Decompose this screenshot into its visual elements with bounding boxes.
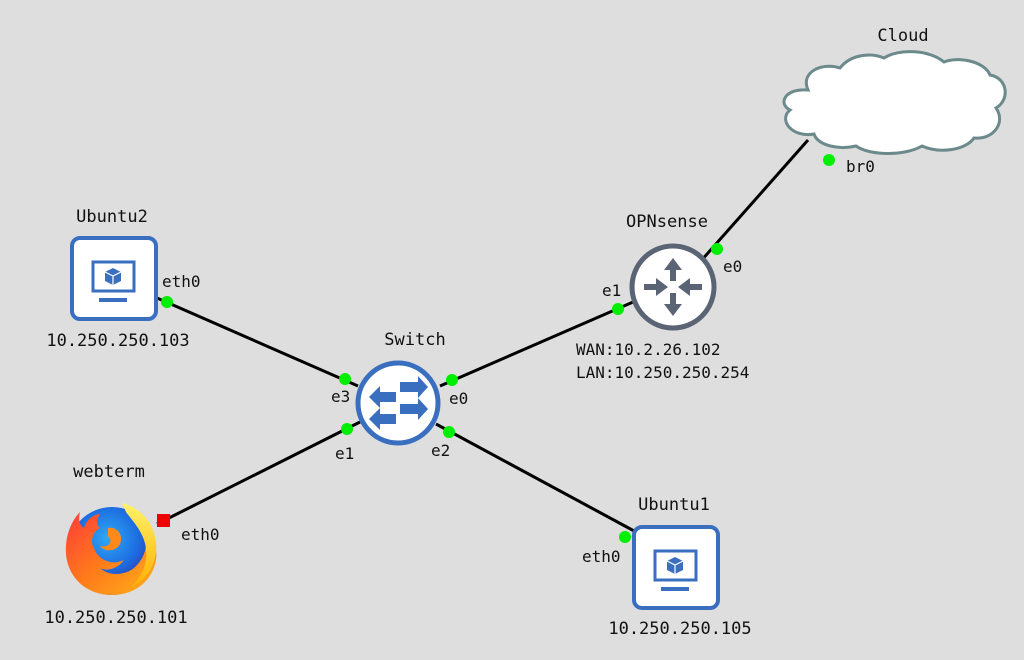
link-ubuntu2-switch[interactable] [156,296,359,388]
node-ip: 10.250.250.105 [608,619,751,639]
port-label-switch-e2: e2 [431,441,450,460]
link-opnsense-switch[interactable] [439,297,641,388]
port-status-switch-e0[interactable] [446,374,458,386]
port-status-switch-e3[interactable] [339,373,351,385]
vm-monitor-icon [632,525,720,610]
node-label: OPNsense [626,212,708,232]
node-label: Ubuntu1 [638,495,710,515]
node-ip: 10.250.250.101 [44,608,187,628]
port-label-opnsense-e1: e1 [602,281,621,300]
port-label-cloud-br0: br0 [846,157,875,176]
port-label-switch-e0: e0 [449,389,468,408]
link-switch-ubuntu1[interactable] [435,422,637,534]
port-label-switch-e3: e3 [331,387,350,406]
router-icon [629,243,717,331]
node-label: Switch [384,330,445,350]
port-status-switch-e2[interactable] [443,426,455,438]
port-label-ubuntu2-eth0: eth0 [162,272,201,291]
node-label: Cloud [877,26,928,46]
port-status-opnsense-e0[interactable] [711,243,723,255]
port-status-switch-e1[interactable] [341,423,353,435]
link-cloud-opnsense[interactable] [698,139,810,263]
firefox-icon [65,503,157,595]
port-label-opnsense-e0: e0 [723,257,742,276]
node-switch[interactable]: Switch [355,330,446,446]
vm-monitor-icon [70,236,158,321]
cloud-icon [782,50,1007,155]
ports: br0 e0 e1 e0 e3 e1 e2 eth0 eth0 eth0 [157,154,875,566]
port-status-ubuntu1-eth0[interactable] [619,531,631,543]
node-ubuntu2[interactable]: Ubuntu2 10.250.250.103 [46,207,189,351]
node-label: webterm [73,462,145,482]
router-note-wan: WAN:10.2.26.102 [576,340,721,359]
links [156,139,810,534]
switch-icon [355,360,441,446]
port-label-ubuntu1-eth0: eth0 [582,547,621,566]
link-webterm-switch[interactable] [156,420,361,526]
node-ip: 10.250.250.103 [46,331,189,351]
node-ubuntu1[interactable]: Ubuntu1 10.250.250.105 [608,495,751,639]
port-status-webterm-eth0[interactable] [157,514,170,527]
port-label-webterm-eth0: eth0 [181,525,220,544]
node-opnsense[interactable]: OPNsense WAN:10.2.26.102 LAN:10.250.250.… [576,212,749,382]
port-status-cloud-br0[interactable] [823,154,835,166]
node-cloud[interactable]: Cloud [782,26,1007,155]
port-label-switch-e1: e1 [335,444,354,463]
port-status-opnsense-e1[interactable] [612,303,624,315]
port-status-ubuntu2-eth0[interactable] [161,296,173,308]
node-label: Ubuntu2 [76,207,148,227]
router-note-lan: LAN:10.250.250.254 [576,363,749,382]
node-webterm[interactable]: webterm [44,462,187,628]
